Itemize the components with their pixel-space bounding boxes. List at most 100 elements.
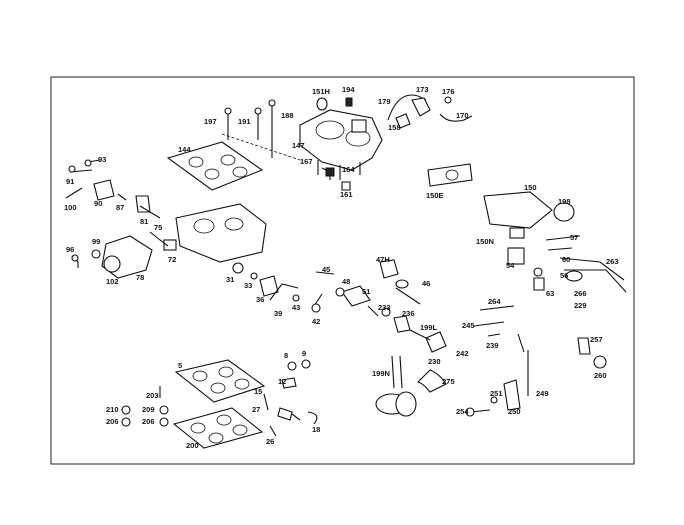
label-158: 158 [388,123,401,132]
hoses-and-filter [375,355,447,417]
label-209: 209 [142,405,155,414]
label-42: 42 [312,317,320,326]
label-72: 72 [168,255,176,264]
label-12: 12 [278,377,286,386]
label-56: 56 [560,271,568,280]
label-266: 266 [574,289,587,298]
gasket-144 [166,141,264,191]
label-47H: 47H [376,255,390,264]
label-200: 200 [186,441,199,450]
label-9: 9 [302,349,306,358]
label-99: 99 [92,237,100,246]
label-167: 167 [300,157,313,166]
label-161: 161 [340,190,353,199]
label-210: 210 [106,405,119,414]
carburetor-body [163,203,267,263]
label-60: 60 [562,255,570,264]
label-230: 230 [428,357,441,366]
fuel-fittings [335,259,421,317]
label-206-right: 206 [142,417,155,426]
label-144: 144 [178,145,191,154]
label-229: 229 [574,301,587,310]
center-right-small-parts [381,305,525,353]
label-150N: 150N [476,237,494,246]
carburetor-cover-147 [299,109,383,180]
right-components [427,163,627,293]
label-150: 150 [524,183,537,192]
label-15: 15 [254,387,262,396]
label-5: 5 [178,361,182,370]
label-242: 242 [456,349,469,358]
label-46: 46 [422,279,430,288]
label-8: 8 [284,351,288,360]
label-51: 51 [362,287,370,296]
label-197: 197 [204,117,217,126]
label-31: 31 [226,275,234,284]
label-245: 245 [462,321,475,330]
label-251: 251 [490,389,503,398]
label-81: 81 [140,217,148,226]
label-91: 91 [66,177,74,186]
label-54: 54 [506,261,515,270]
label-254: 254 [456,407,469,416]
small-fasteners-center [263,359,318,437]
washers [121,386,169,427]
label-199N: 199N [372,369,390,378]
label-26: 26 [266,437,274,446]
label-63: 63 [546,289,554,298]
label-263: 263 [606,257,619,266]
label-176: 176 [442,87,455,96]
base-gasket-200 [172,407,264,449]
base-plate-5 [174,359,266,403]
lower-right-parts [465,337,607,417]
label-147: 147 [292,141,305,150]
linkage-rods-right [387,94,473,129]
label-43: 43 [292,303,300,312]
parts-151H-194 [316,97,353,111]
label-206-left: 206 [106,417,119,426]
label-275: 275 [442,377,455,386]
label-33: 33 [244,281,252,290]
label-250: 250 [508,407,521,416]
screws-top [221,99,301,161]
label-75: 75 [154,223,162,232]
label-96: 96 [66,245,74,254]
left-small-parts [65,159,161,219]
label-239: 239 [486,341,499,350]
label-57: 57 [570,233,578,242]
label-100: 100 [64,203,77,212]
label-188: 188 [281,111,294,120]
label-260: 260 [594,371,607,380]
parts-164-161 [325,167,351,191]
label-203: 203 [146,391,159,400]
label-249: 249 [536,389,549,398]
label-90: 90 [94,199,102,208]
label-87: 87 [116,203,124,212]
label-194: 194 [342,85,355,94]
label-164: 164 [342,165,355,174]
label-150E: 150E [426,191,444,200]
label-78: 78 [136,273,144,282]
label-39: 39 [274,309,282,318]
label-48: 48 [342,277,350,286]
label-191: 191 [238,117,251,126]
throttle-linkage-assembly [71,231,169,279]
label-236: 236 [402,309,415,318]
throttle-parts-lower [232,262,335,313]
label-36: 36 [256,295,264,304]
label-199L: 199L [420,323,438,332]
label-170: 170 [456,111,469,120]
label-173: 173 [416,85,429,94]
label-179: 179 [378,97,391,106]
label-264: 264 [488,297,501,306]
label-45: 45 [322,265,330,274]
label-93: 93 [98,155,106,164]
label-233: 233 [378,303,391,312]
label-102: 102 [106,277,119,286]
label-18: 18 [312,425,320,434]
label-257: 257 [590,335,603,344]
label-151H: 151H [312,87,330,96]
label-198: 198 [558,197,571,206]
label-27: 27 [252,405,260,414]
